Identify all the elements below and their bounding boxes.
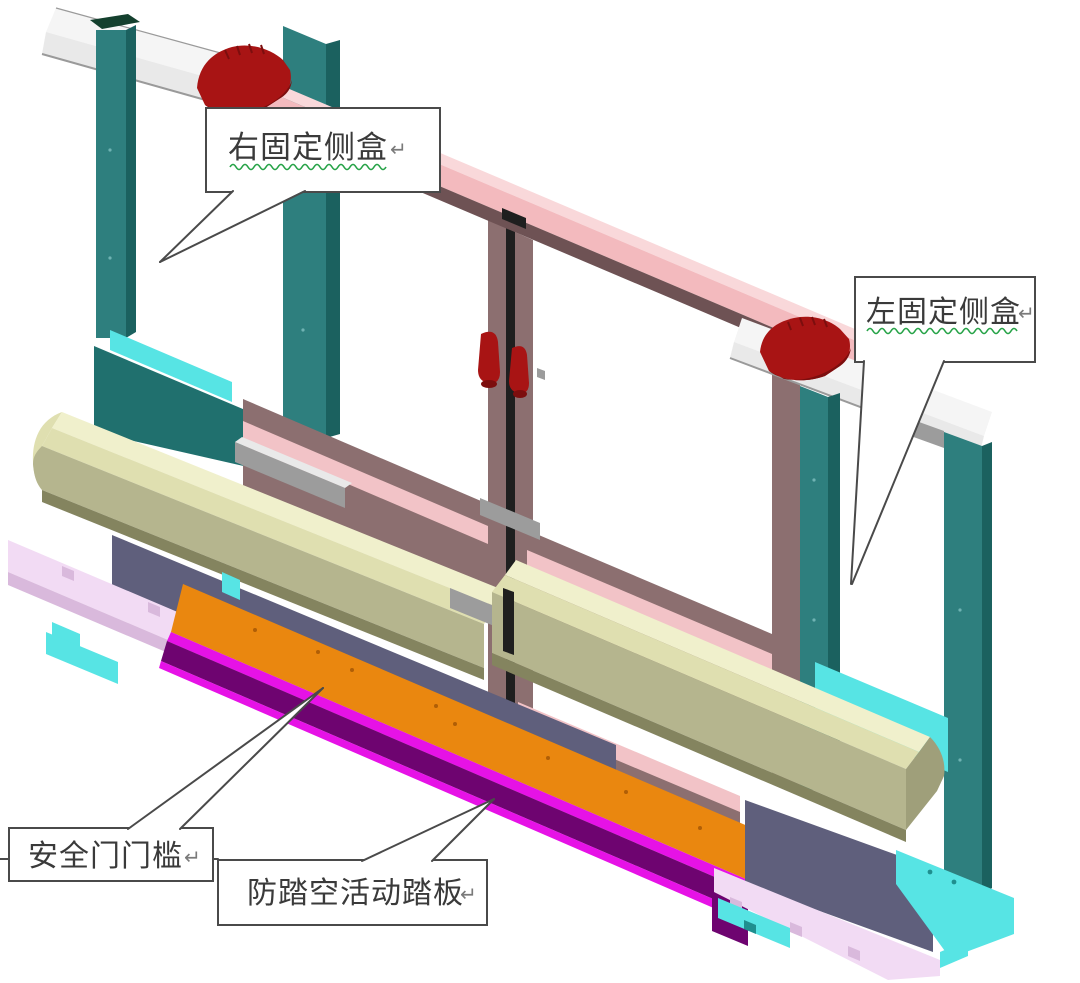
right-fixed-side-frame-jamb (283, 26, 340, 438)
door-threshold-left (32, 412, 508, 680)
rail-clamp-right (760, 316, 851, 381)
sill-bracket-left (235, 437, 540, 540)
movable-tread-plate (171, 584, 757, 880)
callout-box (8, 827, 214, 882)
threshold-gap-shadow (503, 588, 514, 655)
door-threshold-right (492, 560, 945, 842)
right-fixed-side-frame-outer-post (90, 14, 140, 338)
threshold-center-step (450, 588, 504, 630)
mounting-box-right (745, 800, 933, 952)
callout-box (217, 859, 488, 926)
anchor-clip-left (46, 572, 240, 684)
callout-label: 防踏空活动踏板 (247, 877, 464, 910)
callout-right-fixed-side-box: 右固定侧盒 ↵ (159, 107, 441, 263)
top-cover-beam-left (41, 7, 247, 109)
rail-center-connector (502, 208, 526, 229)
callout-label: 右固定侧盒 (228, 130, 388, 165)
callout-label: 安全门门槛 (28, 840, 183, 873)
door-panel-left-bottom-rail (243, 399, 502, 598)
door-lock-handles (478, 331, 529, 398)
return-mark: ↵ (184, 847, 201, 869)
callout-box (854, 276, 1036, 363)
left-fixed-side-frame-outer-post (944, 432, 992, 910)
return-mark: ↵ (460, 884, 477, 906)
spellcheck-squiggle (229, 163, 387, 171)
return-mark: ↵ (1018, 303, 1035, 325)
callout-safety-door-threshold: 安全门门槛 ↵ (8, 687, 324, 882)
spellcheck-squiggle (866, 327, 1018, 335)
callout-label: 左固定侧盒 (866, 296, 1021, 329)
callout-box (205, 107, 441, 193)
callout-anti-gap-movable-pedal: 防踏空活动踏板 ↵ (217, 798, 495, 926)
rail-clamp-left (197, 43, 292, 115)
callout-left-fixed-side-box: 左固定侧盒 ↵ (850, 276, 1036, 585)
anchor-base-plate (718, 850, 1014, 968)
return-mark: ↵ (390, 139, 407, 161)
